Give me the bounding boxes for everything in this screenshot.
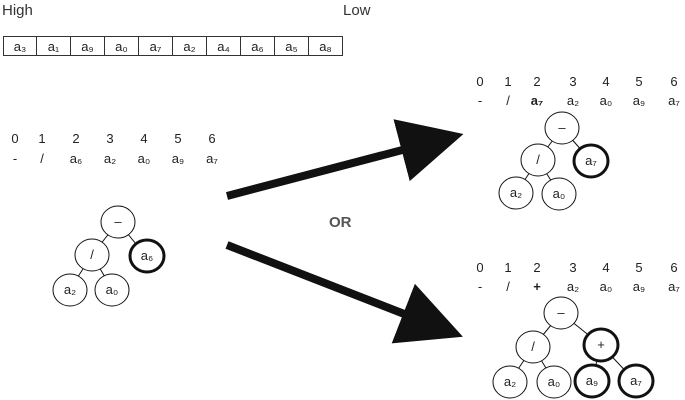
array-value: a₉ xyxy=(632,93,646,108)
array-value: a₉ xyxy=(632,279,646,294)
tree-node-label: + xyxy=(597,337,605,352)
tree-node-label: a₉ xyxy=(586,373,598,388)
array-value: a₂ xyxy=(566,93,580,108)
index-label: 1 xyxy=(38,131,46,146)
tree-node-label: – xyxy=(557,305,565,320)
tree-node-label: a₀ xyxy=(548,374,561,389)
array-value: / xyxy=(506,279,510,294)
tree-node-label: a₇ xyxy=(630,373,642,388)
array-value: + xyxy=(533,279,541,294)
index-label: 2 xyxy=(533,260,541,275)
index-label: 4 xyxy=(140,131,148,146)
index-label: 0 xyxy=(476,74,484,89)
tree-node-label: a₇ xyxy=(585,153,597,168)
tree-node-label: a₂ xyxy=(504,374,516,389)
index-label: 5 xyxy=(174,131,182,146)
tree-node-leaf xyxy=(492,365,528,399)
array-value: / xyxy=(40,151,44,166)
tree-node-root xyxy=(100,205,136,239)
bottom-right-tree: – / + a₂ a₀ a₉ a₇ xyxy=(492,296,655,399)
index-label: 2 xyxy=(72,131,80,146)
array-value: a₀ xyxy=(599,93,613,108)
array-value: - xyxy=(12,151,18,166)
index-label: 5 xyxy=(635,260,643,275)
tree-node-highlighted xyxy=(128,238,166,274)
array-value: a₆ xyxy=(69,151,83,166)
top-right-tree: – / a₇ a₂ a₀ xyxy=(498,111,610,211)
array-value: a₀ xyxy=(599,279,613,294)
index-label: 6 xyxy=(208,131,216,146)
tree-node-leaf xyxy=(541,177,577,211)
tree-node-leaf xyxy=(536,365,572,399)
tree-node-plus xyxy=(582,327,620,363)
array-value: / xyxy=(506,93,510,108)
left-tree: – / a₆ a₂ a₀ xyxy=(52,205,166,307)
array-value: a₀ xyxy=(137,151,151,166)
index-label: 6 xyxy=(670,74,678,89)
index-label: 3 xyxy=(106,131,114,146)
tree-node-label: / xyxy=(90,247,94,262)
tree-node-root xyxy=(543,296,579,330)
arrow-to-bottom xyxy=(225,241,463,344)
tree-node-label: / xyxy=(536,152,540,167)
tree-node-op xyxy=(515,330,551,364)
array-value: a₇ xyxy=(206,151,218,166)
index-label: 4 xyxy=(602,74,610,89)
array-value: - xyxy=(477,93,483,108)
index-label: 5 xyxy=(635,74,643,89)
or-label: OR xyxy=(329,214,352,231)
priority-cell: a₈ xyxy=(308,36,343,56)
arrow-to-top xyxy=(225,119,464,200)
tree-node-highlighted xyxy=(573,363,611,399)
tree-node-op xyxy=(74,238,110,272)
tree-node-label: a₂ xyxy=(64,282,76,297)
tree-node-label: a₂ xyxy=(510,185,522,200)
array-value: a₉ xyxy=(171,151,185,166)
tree-node-op xyxy=(520,143,556,177)
high-label: High xyxy=(2,2,33,19)
array-value: - xyxy=(477,279,483,294)
tree-node-label: – xyxy=(558,120,566,135)
tree-node-leaf xyxy=(94,273,130,307)
tree-node-label: a₀ xyxy=(553,186,566,201)
index-label: 3 xyxy=(569,74,577,89)
index-label: 6 xyxy=(670,260,678,275)
tree-node-label: a₆ xyxy=(141,248,153,263)
tree-node-root xyxy=(544,111,580,145)
index-label: 2 xyxy=(533,74,541,89)
tree-node-label: a₀ xyxy=(106,282,119,297)
index-label: 0 xyxy=(11,131,19,146)
tree-node-highlighted xyxy=(572,143,610,179)
array-value: a₂ xyxy=(566,279,580,294)
index-label: 3 xyxy=(569,260,577,275)
low-label: Low xyxy=(343,2,371,19)
tree-node-leaf xyxy=(498,176,534,210)
index-label: 4 xyxy=(602,260,610,275)
array-value: a₇ xyxy=(530,93,544,108)
array-value: a₇ xyxy=(668,279,680,294)
tree-node-leaf xyxy=(52,273,88,307)
tree-node-highlighted xyxy=(617,363,655,399)
tree-node-label: / xyxy=(531,339,535,354)
index-label: 1 xyxy=(504,260,512,275)
index-label: 1 xyxy=(504,74,512,89)
tree-node-label: – xyxy=(114,214,122,229)
array-value: a₇ xyxy=(668,93,680,108)
index-label: 0 xyxy=(476,260,484,275)
array-value: a₂ xyxy=(103,151,117,166)
